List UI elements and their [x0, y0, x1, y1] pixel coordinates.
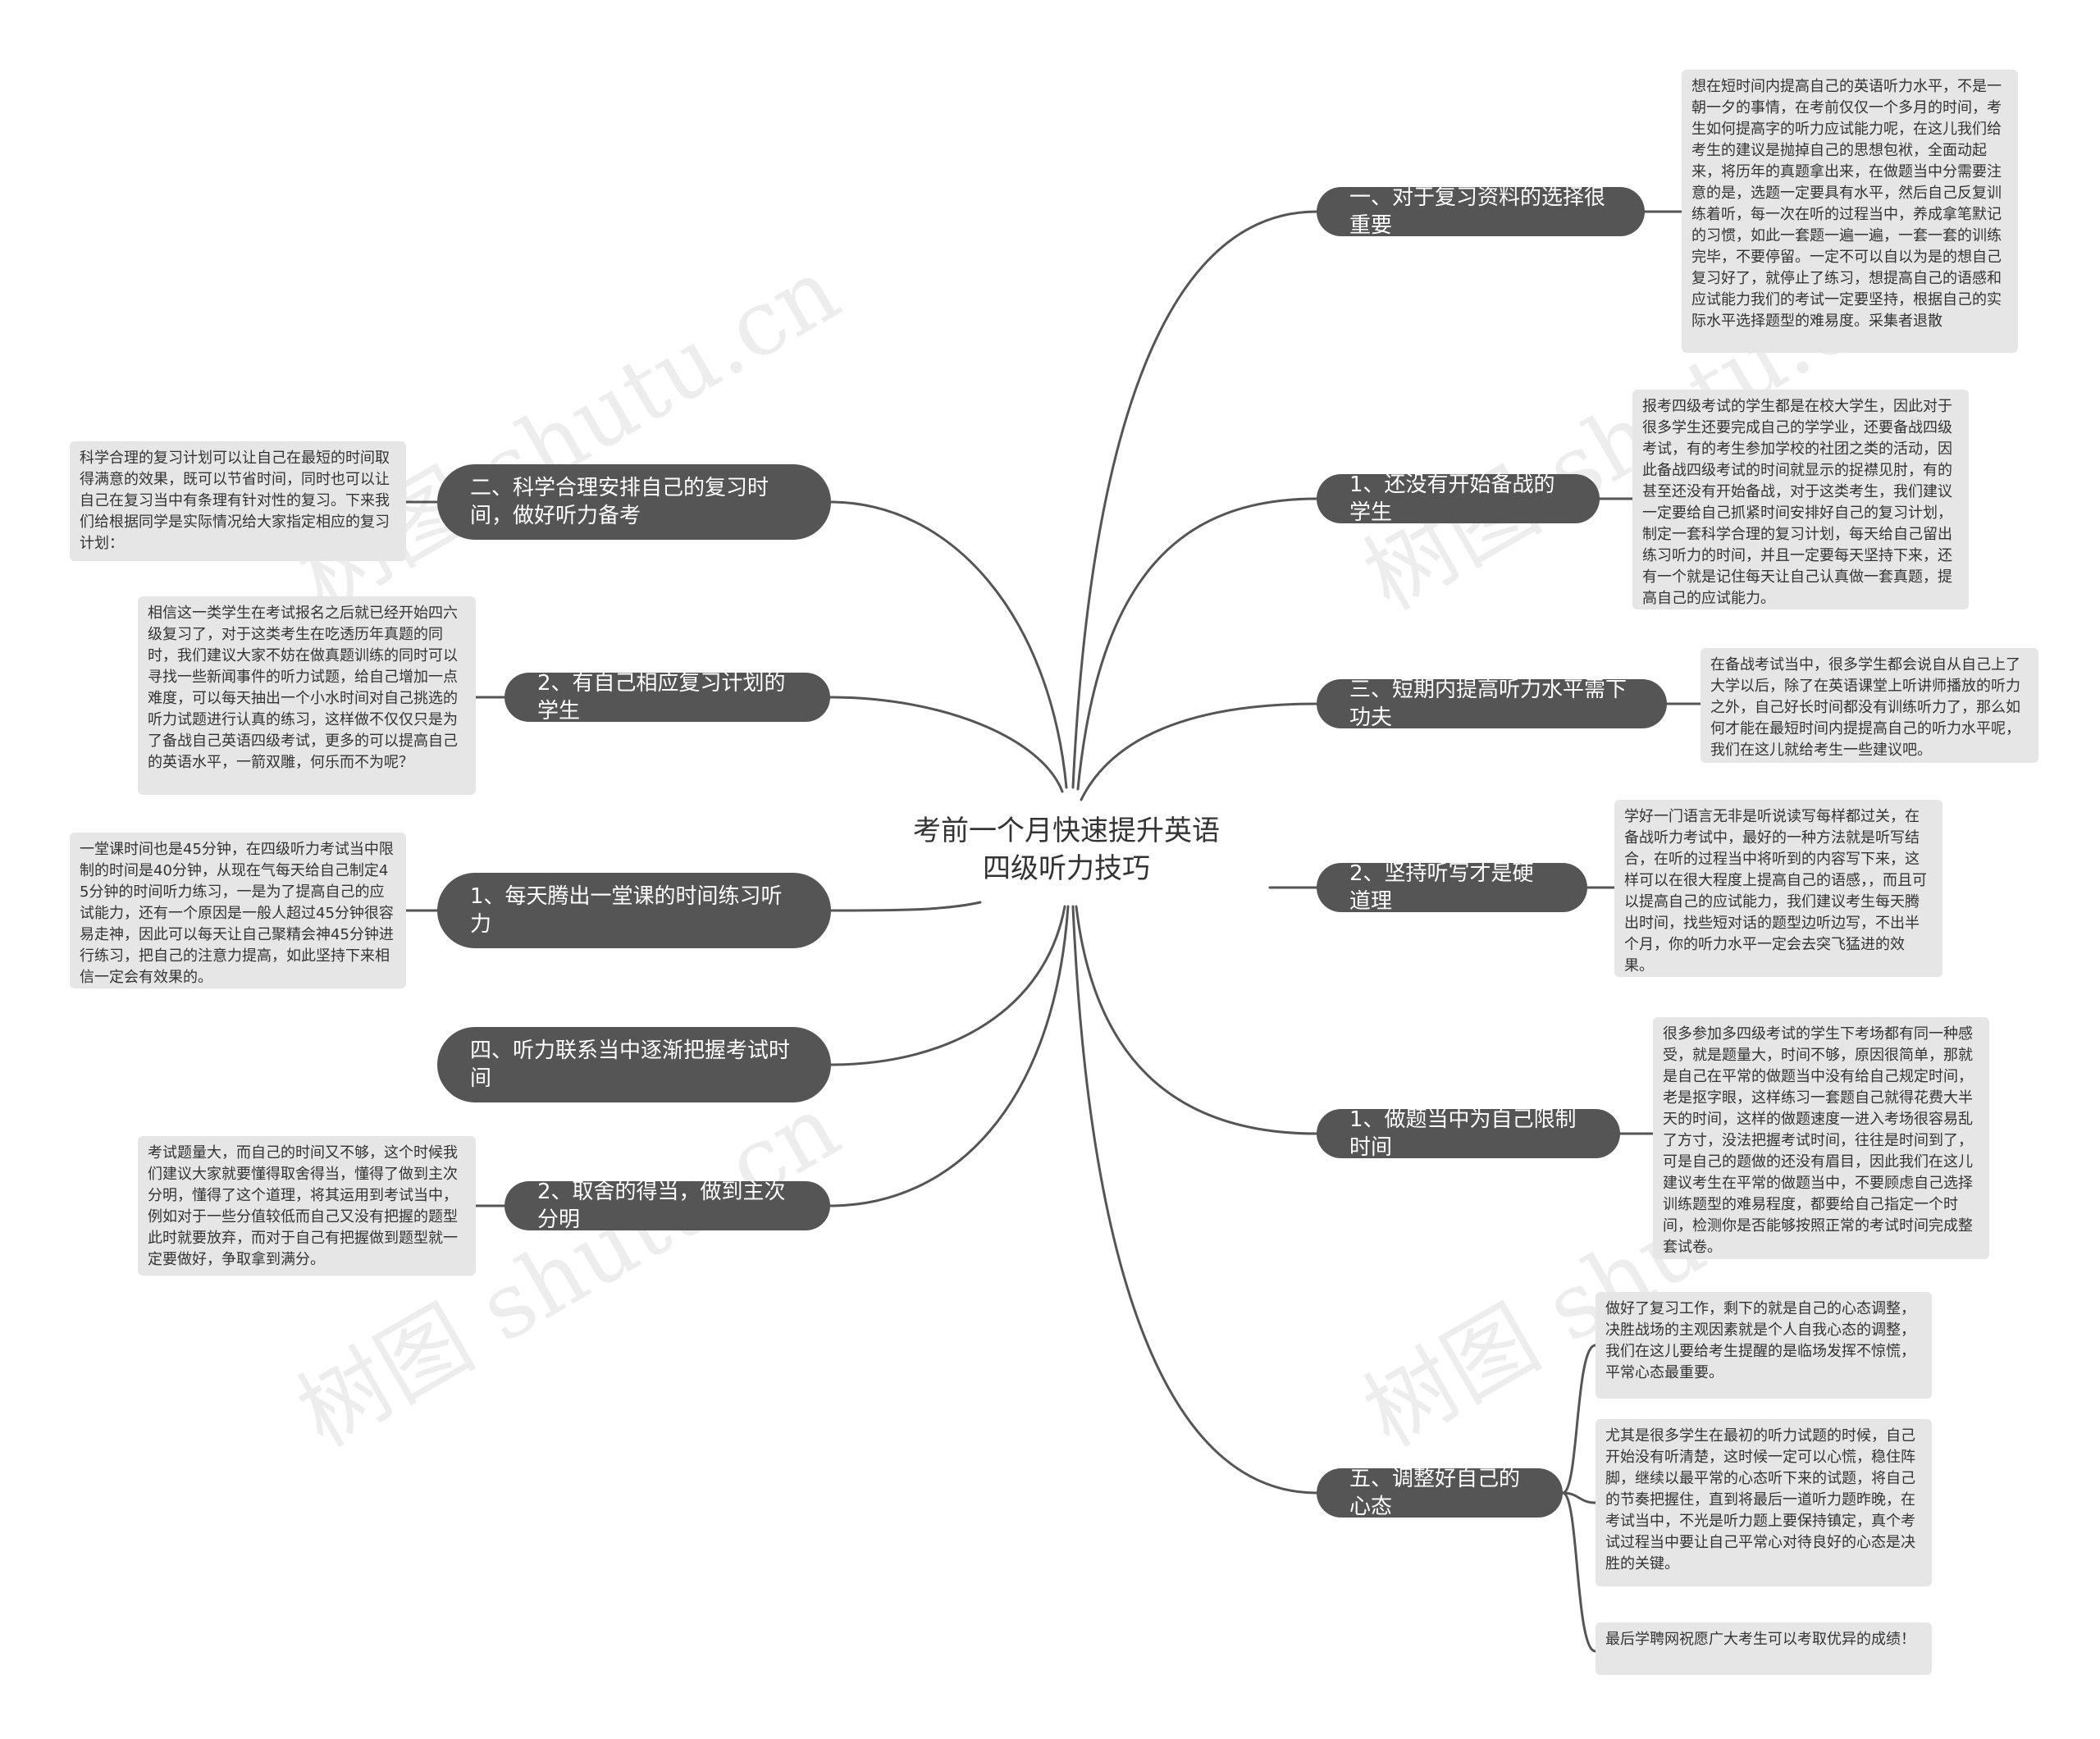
- central-topic[interactable]: 考前一个月快速提升英语四级听力技巧: [913, 815, 1220, 885]
- link-center-l3: [829, 901, 982, 912]
- branch-node[interactable]: 1、每天腾出一堂课的时间练习听力: [437, 873, 831, 948]
- note-box: 相信这一类学生在考试报名之后就已经开始四六级复习了，对于这类考生在吃透历年真题的…: [138, 596, 476, 795]
- branch-node[interactable]: 2、坚持听写才是硬道理: [1317, 861, 1587, 914]
- branch-node[interactable]: 一、对于复习资料的选择很重要: [1317, 185, 1645, 238]
- branch-node[interactable]: 五、调整好自己的心态: [1317, 1467, 1563, 1519]
- link-center-r3: [1080, 702, 1318, 801]
- branch-node[interactable]: 1、做题当中为自己限制时间: [1317, 1107, 1620, 1160]
- link-center-l4: [829, 905, 1066, 1066]
- note-box: 很多参加多四级考试的学生下考场都有同一种感受，就是题量大，时间不够，原因很简单，…: [1653, 1017, 1989, 1259]
- note-box: 最后学聘网祝愿广大考生可以考取优异的成绩！: [1596, 1623, 1932, 1675]
- link-center-l5: [829, 905, 1070, 1207]
- branch-node[interactable]: 二、科学合理安排自己的复习时间，做好听力备考: [437, 464, 831, 540]
- link-center-r1: [1071, 210, 1318, 789]
- link-center-l1: [829, 500, 1068, 789]
- link-center-l2: [829, 696, 1064, 793]
- branch-node[interactable]: 三、短期内提高听力水平需下功夫: [1317, 678, 1667, 730]
- link-r6-note-b: [1561, 1491, 1597, 1504]
- link-center-r6: [1071, 905, 1318, 1495]
- branch-node[interactable]: 2、取舍的得当，做到主次分明: [504, 1180, 830, 1232]
- branch-node[interactable]: 2、有自己相应复习计划的学生: [504, 671, 830, 723]
- link-center-r2: [1076, 497, 1318, 791]
- note-box: 考试题量大，而自己的时间又不够，这个时候我们建议大家就要懂得取舍得当，懂得了做到…: [138, 1136, 476, 1276]
- note-box: 尤其是很多学生在最初的听力试题的时候，自己开始没有听清楚，这时候一定可以心慌，稳…: [1596, 1419, 1932, 1586]
- link-r6-note-a: [1561, 1344, 1597, 1495]
- note-box: 学好一门语言无非是听说读写每样都过关，在备战听力考试中，最好的一种方法就是听写结…: [1614, 800, 1942, 977]
- branch-node[interactable]: 1、还没有开始备战的学生: [1317, 472, 1600, 525]
- note-box: 做好了复习工作，剩下的就是自己的心态调整，决胜战场的主观因素就是个人自我心态的调…: [1596, 1292, 1932, 1399]
- note-box: 在备战考试当中，很多学生都会说自从自己上了大学以后，除了在英语课堂上听讲师播放的…: [1701, 648, 2038, 763]
- link-center-r5: [1075, 905, 1318, 1135]
- note-box: 科学合理的复习计划可以让自己在最短的时间取得满意的效果，既可以节省时间，同时也可…: [70, 441, 406, 561]
- note-box: 一堂课时间也是45分钟，在四级听力考试当中限制的时间是40分钟，从现在气每天给自…: [70, 833, 406, 988]
- branch-node[interactable]: 四、听力联系当中逐渐把握考试时间: [437, 1027, 831, 1102]
- link-r6-note-c: [1561, 1491, 1597, 1653]
- note-box: 想在短时间内提高自己的英语听力水平，不是一朝一夕的事情，在考前仅仅一个多月的时间…: [1682, 70, 2018, 353]
- note-box: 报考四级考试的学生都是在校大学生，因此对于很多学生还要完成自己的学学业，还要备战…: [1632, 390, 1969, 609]
